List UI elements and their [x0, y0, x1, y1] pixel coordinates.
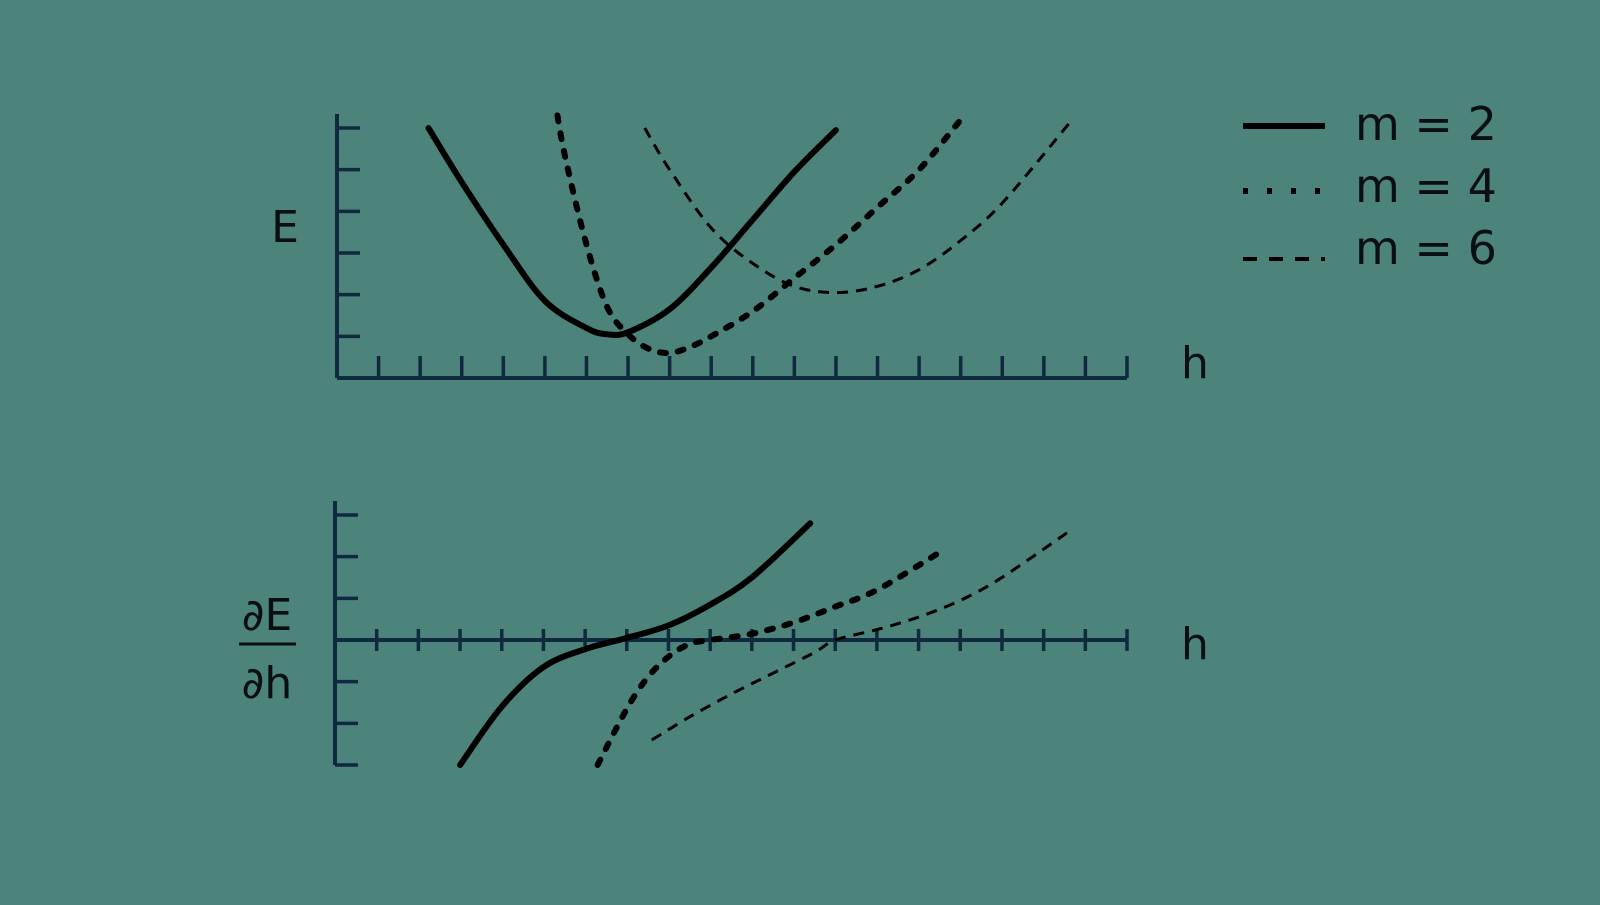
derivative-series — [457, 520, 1070, 768]
derivative-axes — [333, 501, 1129, 767]
y-axis-label-numerator: ∂E — [242, 590, 293, 641]
x-axis-label-bottom: h — [1181, 619, 1209, 670]
legend-item-m2: m = 2 — [1243, 97, 1497, 151]
y-axis-label-denominator: ∂h — [242, 658, 293, 709]
energy-series — [425, 112, 1070, 357]
legend-label-m6: m = 6 — [1355, 221, 1497, 275]
y-axis-label-energy: E — [271, 202, 299, 253]
series-line-solid-derivative — [457, 520, 814, 768]
legend-item-m4: m = 4 — [1243, 159, 1497, 213]
legend-label-m4: m = 4 — [1355, 159, 1497, 213]
series-line-dashed-energy — [643, 122, 1070, 295]
series-line-dotted-derivative — [594, 549, 943, 768]
energy-plot: E h — [271, 112, 1209, 389]
series-line-solid-energy — [425, 125, 839, 339]
legend-item-m6: m = 6 — [1243, 221, 1497, 275]
derivative-plot: ∂E ∂h h — [239, 501, 1209, 768]
series-line-dashed-derivative — [651, 530, 1070, 742]
energy-axes — [335, 114, 1129, 380]
legend: m = 2 m = 4 m = 6 — [1243, 97, 1497, 275]
x-axis-label-top: h — [1181, 338, 1209, 389]
legend-label-m2: m = 2 — [1355, 97, 1497, 151]
series-line-dotted-energy — [554, 112, 964, 357]
